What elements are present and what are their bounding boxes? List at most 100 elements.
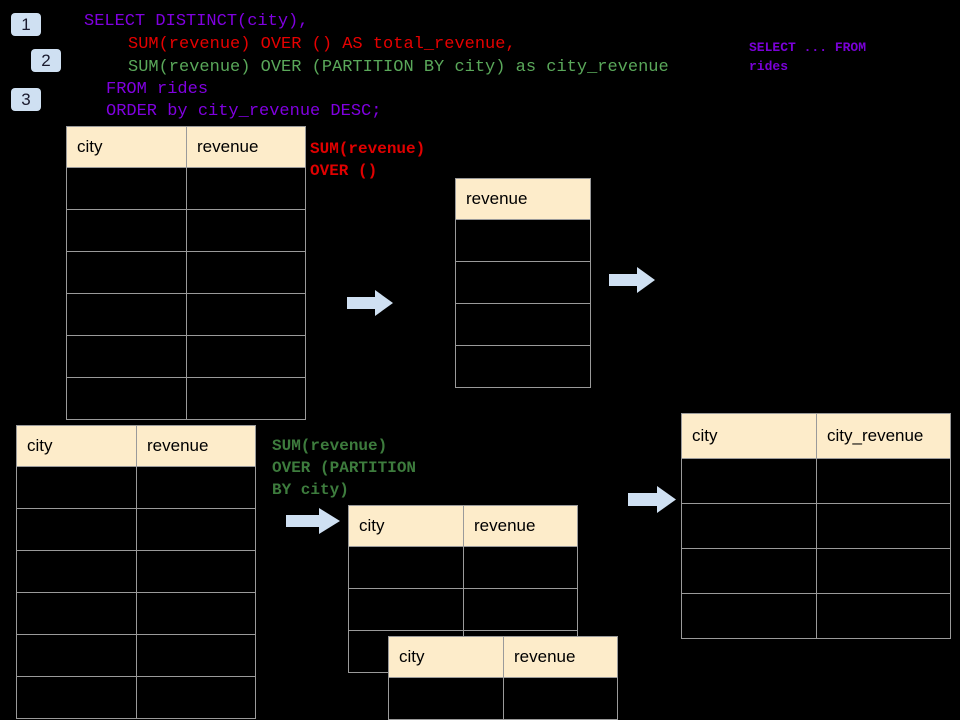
cell-revenue bbox=[136, 592, 256, 635]
sql-line-order-by: ORDER by city_revenue DESC; bbox=[106, 102, 382, 121]
partition-table-front: city revenue bbox=[388, 636, 618, 720]
step-badge-2-label: 2 bbox=[41, 51, 51, 70]
rides-table-bottom: city revenue bbox=[16, 425, 256, 719]
total-revenue-table: revenue bbox=[455, 178, 591, 388]
column-header-revenue: revenue bbox=[455, 178, 591, 220]
cell-revenue bbox=[186, 377, 306, 420]
cell-city bbox=[681, 593, 817, 639]
cell-city bbox=[16, 550, 137, 593]
column-header-city: city bbox=[16, 425, 137, 467]
table-row bbox=[66, 209, 306, 252]
cell-revenue bbox=[186, 293, 306, 336]
cell-city bbox=[66, 293, 187, 336]
cell-revenue bbox=[503, 677, 618, 720]
table-header-row: revenue bbox=[455, 178, 591, 220]
rides-table-top: city revenue bbox=[66, 126, 306, 420]
cell-revenue bbox=[186, 335, 306, 378]
cell-city bbox=[16, 634, 137, 677]
column-header-city: city bbox=[348, 505, 464, 547]
cell-city bbox=[16, 676, 137, 719]
column-header-revenue: revenue bbox=[463, 505, 578, 547]
cell-revenue bbox=[455, 219, 591, 262]
step-badge-3-label: 3 bbox=[21, 90, 31, 109]
table-row bbox=[455, 219, 591, 262]
select-from-rides-note: SELECT ... FROM rides bbox=[749, 40, 867, 74]
sum-over-empty-label: SUM(revenue) OVER () bbox=[310, 140, 426, 180]
cell-city bbox=[681, 548, 817, 594]
table-row bbox=[455, 303, 591, 346]
cell-city bbox=[16, 508, 137, 551]
cell-city-revenue bbox=[816, 503, 951, 549]
cell-city-revenue bbox=[816, 593, 951, 639]
cell-city bbox=[66, 335, 187, 378]
column-header-revenue: revenue bbox=[503, 636, 618, 678]
table-row bbox=[66, 293, 306, 336]
cell-city-revenue bbox=[816, 548, 951, 594]
table-row bbox=[66, 167, 306, 210]
table-row bbox=[681, 503, 951, 549]
cell-city bbox=[66, 377, 187, 420]
cell-revenue bbox=[136, 676, 256, 719]
sql-line-sum-over-empty: SUM(revenue) OVER () AS total_revenue, bbox=[128, 35, 516, 54]
sql-line-select-distinct: SELECT DISTINCT(city), bbox=[84, 12, 309, 31]
cell-revenue bbox=[136, 508, 256, 551]
cell-revenue bbox=[136, 550, 256, 593]
cell-revenue bbox=[455, 303, 591, 346]
sum-over-partition-label: SUM(revenue) OVER (PARTITION BY city) bbox=[272, 437, 417, 499]
column-header-revenue: revenue bbox=[186, 126, 306, 168]
step-badge-2: 2 bbox=[31, 49, 61, 72]
cell-city bbox=[348, 588, 464, 631]
cell-city bbox=[16, 592, 137, 635]
cell-city bbox=[681, 503, 817, 549]
table-row bbox=[16, 466, 256, 509]
arrow-rides-to-total-icon bbox=[347, 290, 393, 316]
cell-city bbox=[681, 458, 817, 504]
table-row bbox=[66, 251, 306, 294]
sql-line-sum-over-partition: SUM(revenue) OVER (PARTITION BY city) as… bbox=[128, 58, 669, 77]
table-header-row: city revenue bbox=[16, 425, 256, 467]
table-row bbox=[16, 592, 256, 635]
cell-revenue bbox=[186, 209, 306, 252]
column-header-city-revenue: city_revenue bbox=[816, 413, 951, 459]
cell-revenue bbox=[455, 345, 591, 388]
cell-city bbox=[348, 546, 464, 589]
step-badge-1-label: 1 bbox=[21, 15, 31, 34]
table-row bbox=[348, 546, 578, 589]
table-row bbox=[16, 550, 256, 593]
cell-revenue bbox=[463, 588, 578, 631]
arrow-partition-to-result-icon bbox=[628, 486, 676, 513]
table-row bbox=[455, 345, 591, 388]
arrow-rides-to-partition-icon bbox=[286, 508, 340, 534]
cell-revenue bbox=[186, 251, 306, 294]
table-row bbox=[16, 634, 256, 677]
step-badge-1: 1 bbox=[11, 13, 41, 36]
column-header-city: city bbox=[388, 636, 504, 678]
table-row bbox=[16, 508, 256, 551]
table-row bbox=[66, 335, 306, 378]
cell-revenue bbox=[136, 634, 256, 677]
cell-city bbox=[66, 167, 187, 210]
cell-revenue bbox=[455, 261, 591, 304]
table-row bbox=[348, 588, 578, 631]
cell-city bbox=[16, 466, 137, 509]
table-header-row: city revenue bbox=[348, 505, 578, 547]
table-row bbox=[681, 458, 951, 504]
table-row bbox=[681, 548, 951, 594]
table-header-row: city revenue bbox=[388, 636, 618, 678]
cell-revenue bbox=[463, 546, 578, 589]
cell-city-revenue bbox=[816, 458, 951, 504]
cell-city bbox=[66, 251, 187, 294]
table-row bbox=[388, 677, 618, 720]
table-row bbox=[16, 676, 256, 719]
step-badge-3: 3 bbox=[11, 88, 41, 111]
cell-city bbox=[388, 677, 504, 720]
cell-revenue bbox=[186, 167, 306, 210]
table-row bbox=[681, 593, 951, 639]
table-row bbox=[66, 377, 306, 420]
cell-revenue bbox=[136, 466, 256, 509]
sql-line-from-rides: FROM rides bbox=[106, 80, 209, 99]
arrow-total-to-result-icon bbox=[609, 267, 655, 293]
city-revenue-result-table: city city_revenue bbox=[681, 413, 951, 639]
column-header-city: city bbox=[681, 413, 817, 459]
